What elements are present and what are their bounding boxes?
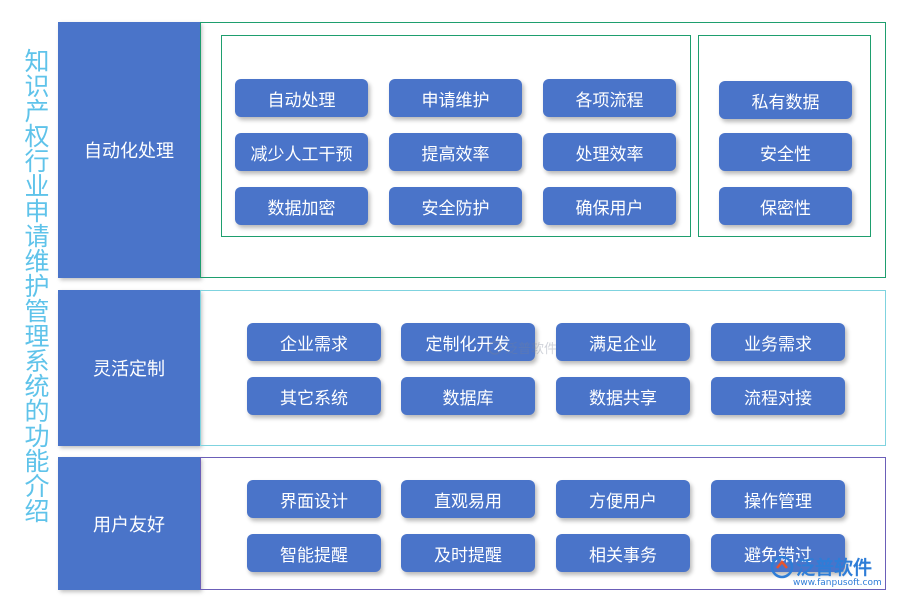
feature-pill: 相关事务 <box>556 534 690 572</box>
feature-pill: 数据库 <box>401 377 535 415</box>
automation-right-group <box>698 35 871 237</box>
feature-pill: 界面设计 <box>247 480 381 518</box>
feature-pill: 其它系统 <box>247 377 381 415</box>
automation-left-group <box>221 35 691 237</box>
section-label-user-friendly: 用户友好 <box>58 457 200 590</box>
feature-pill: 处理效率 <box>543 133 676 171</box>
section-label-customization: 灵活定制 <box>58 290 200 446</box>
feature-pill: 操作管理 <box>711 480 845 518</box>
feature-pill: 智能提醒 <box>247 534 381 572</box>
feature-pill: 定制化开发 <box>401 323 535 361</box>
feature-pill: 数据加密 <box>235 187 368 225</box>
watermark-corner: 泛普软件 <box>770 553 872 580</box>
feature-pill: 安全防护 <box>389 187 522 225</box>
feature-pill: 直观易用 <box>401 480 535 518</box>
brand-logo-icon <box>488 340 502 355</box>
feature-pill: 企业需求 <box>247 323 381 361</box>
section-frame-user-friendly <box>200 457 886 590</box>
section-label-automation: 自动化处理 <box>58 22 200 278</box>
feature-pill: 方便用户 <box>556 480 690 518</box>
page-title: 知识产权行业申请维护管理系统的功能介绍 <box>21 48 50 523</box>
watermark-url: www.fanpusoft.com <box>793 578 882 588</box>
feature-pill: 满足企业 <box>556 323 690 361</box>
feature-pill: 自动处理 <box>235 79 368 117</box>
feature-pill: 安全性 <box>719 133 852 171</box>
feature-pill: 申请维护 <box>389 79 522 117</box>
feature-pill: 确保用户 <box>543 187 676 225</box>
feature-pill: 私有数据 <box>719 81 852 119</box>
watermark-brand-text: 泛普软件 <box>505 342 558 357</box>
section-frame-customization <box>200 290 886 446</box>
feature-pill: 业务需求 <box>711 323 845 361</box>
brand-logo-icon <box>770 555 794 578</box>
feature-pill: 减少人工干预 <box>235 133 368 171</box>
section-frame-automation <box>200 22 886 278</box>
watermark-brand-text: 泛普软件 <box>796 557 873 579</box>
feature-pill: 流程对接 <box>711 377 845 415</box>
feature-pill: 保密性 <box>719 187 852 225</box>
feature-pill: 各项流程 <box>543 79 676 117</box>
watermark-center: 泛普软件 <box>488 338 557 357</box>
feature-pill: 及时提醒 <box>401 534 535 572</box>
feature-pill: 数据共享 <box>556 377 690 415</box>
feature-pill: 提高效率 <box>389 133 522 171</box>
